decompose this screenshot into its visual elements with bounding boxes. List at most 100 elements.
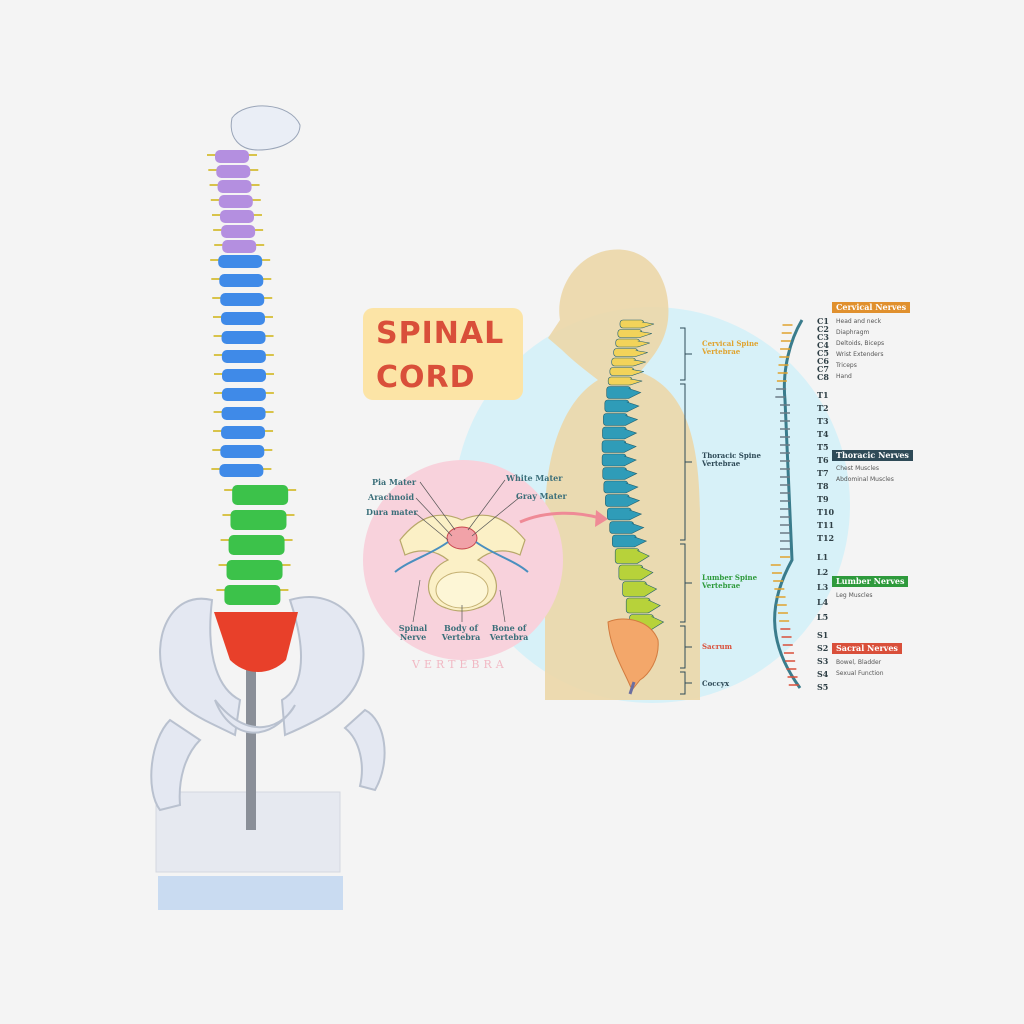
level-label: C8 <box>817 372 829 382</box>
diagram-vertebra <box>602 426 638 440</box>
level-label: T5 <box>817 442 829 452</box>
level-label: C1 <box>817 316 829 326</box>
model-vertebra <box>213 407 274 420</box>
model-vertebra <box>211 210 262 223</box>
model-sacrum <box>214 612 298 672</box>
spinal-cord-section <box>446 526 478 550</box>
level-label: S4 <box>817 669 829 679</box>
region-coccyx-label: Coccyx <box>702 679 730 688</box>
nerve-item: Triceps <box>836 362 857 369</box>
level-label: C3 <box>817 332 829 342</box>
diagram-vertebra <box>611 357 646 367</box>
region-cervical-label: Cervical Spine Vertebrae <box>702 339 759 356</box>
nerves-sacral-title: Sacral Nerves <box>832 643 902 654</box>
diagram-vertebra <box>603 413 639 426</box>
diagram-vertebra <box>622 581 658 597</box>
model-vertebra <box>222 510 295 530</box>
model-vertebra <box>210 255 271 268</box>
model-vertebra <box>214 240 265 253</box>
level-label: T6 <box>817 455 829 465</box>
label-gray-mater: Gray Mater <box>516 491 567 501</box>
label-pia-mater: Pia Mater <box>372 477 417 487</box>
model-vertebra <box>213 331 274 344</box>
nerve-item: Hand <box>836 373 852 380</box>
model-vertebra <box>220 535 293 555</box>
diagram-spine <box>601 319 665 630</box>
title-line-2: CORD <box>376 360 476 395</box>
diagram-coccyx <box>628 681 636 695</box>
level-label: S2 <box>817 643 829 653</box>
spinal-cord-diagram <box>770 319 804 689</box>
model-vertebra <box>216 585 289 605</box>
region-thoracic-label: Thoracic Spine Vertebrae <box>702 451 761 468</box>
model-skull-base <box>230 105 301 151</box>
nerve-item: Sexual Function <box>836 670 884 677</box>
model-vertebra <box>207 150 257 163</box>
model-vertebra <box>208 165 259 178</box>
region-lumbar-label: Lumber Spine Vertebrae <box>702 573 758 590</box>
vertebra-cross-section <box>363 460 608 660</box>
diagram-vertebra <box>603 480 639 494</box>
nerves-lumbar-title: Lumber Nerves <box>832 576 909 587</box>
diagram-vertebra <box>613 348 648 357</box>
section-caption: VERTEBRA <box>412 658 508 671</box>
label-bone-of-vertebra: Bone of Vertebra <box>489 623 529 642</box>
model-vertebra <box>211 274 272 287</box>
level-label: L4 <box>817 597 829 607</box>
model-base-bottom <box>158 876 343 910</box>
level-label: T8 <box>817 481 829 491</box>
region-brackets <box>680 327 692 695</box>
label-arachnoid: Arachnoid <box>368 492 415 502</box>
diagram-vertebra <box>602 467 638 480</box>
nerves-cervical-title: Cervical Nerves <box>832 302 911 313</box>
level-label: T2 <box>817 403 829 413</box>
model-vertebra <box>209 180 260 193</box>
section-arrow-head <box>595 510 608 527</box>
nerve-item: Bowel, Bladder <box>836 659 882 666</box>
level-label: C7 <box>817 364 829 374</box>
diagram-vertebra <box>619 319 655 329</box>
diagram-vertebra <box>625 597 661 614</box>
nerve-root-right <box>475 541 529 573</box>
vertebra-bone <box>399 514 526 612</box>
nerve-item: Diaphragm <box>836 329 870 336</box>
model-vertebra <box>211 464 272 477</box>
diagram-vertebra <box>617 329 652 338</box>
nerves-thoracic-title: Thoracic Nerves <box>832 450 913 461</box>
cord-line <box>773 319 804 689</box>
level-label: L2 <box>817 567 829 577</box>
nerve-item: Deltoids, Biceps <box>836 340 885 347</box>
label-leader-lines <box>412 479 521 623</box>
diagram-vertebra <box>605 494 641 507</box>
nerve-item: Chest Muscles <box>836 465 879 472</box>
level-label: T3 <box>817 416 829 426</box>
level-label: S3 <box>817 656 829 666</box>
model-vertebra <box>213 388 274 401</box>
level-label: L3 <box>817 582 829 592</box>
model-vertebra <box>218 560 291 580</box>
level-label: S5 <box>817 682 829 692</box>
diagram-vertebra <box>614 548 650 564</box>
nerve-item: Head and neck <box>836 318 882 325</box>
label-body-of-vertebra: Body of Vertebra <box>441 623 481 642</box>
level-label: C5 <box>817 348 829 358</box>
diagram-vertebra <box>606 386 642 399</box>
level-label: T1 <box>817 390 829 400</box>
label-white-mater: White Mater <box>506 473 563 483</box>
nerve-root-left <box>394 541 449 573</box>
level-label: C4 <box>817 340 829 350</box>
vertebra-body <box>435 571 489 609</box>
nerve-item: Abdominal Muscles <box>836 476 894 483</box>
model-pelvis <box>150 596 386 812</box>
level-label: T9 <box>817 494 829 504</box>
level-label: T7 <box>817 468 829 478</box>
level-label: C6 <box>817 356 829 366</box>
label-spinal-nerve: Spinal Nerve <box>398 623 428 642</box>
diagram-vertebra <box>609 521 645 534</box>
diagram-vertebra <box>612 534 648 548</box>
region-sacrum-label: Sacrum <box>702 642 733 651</box>
nerve-item: Wrist Extenders <box>836 351 884 358</box>
model-vertebra <box>213 426 274 439</box>
